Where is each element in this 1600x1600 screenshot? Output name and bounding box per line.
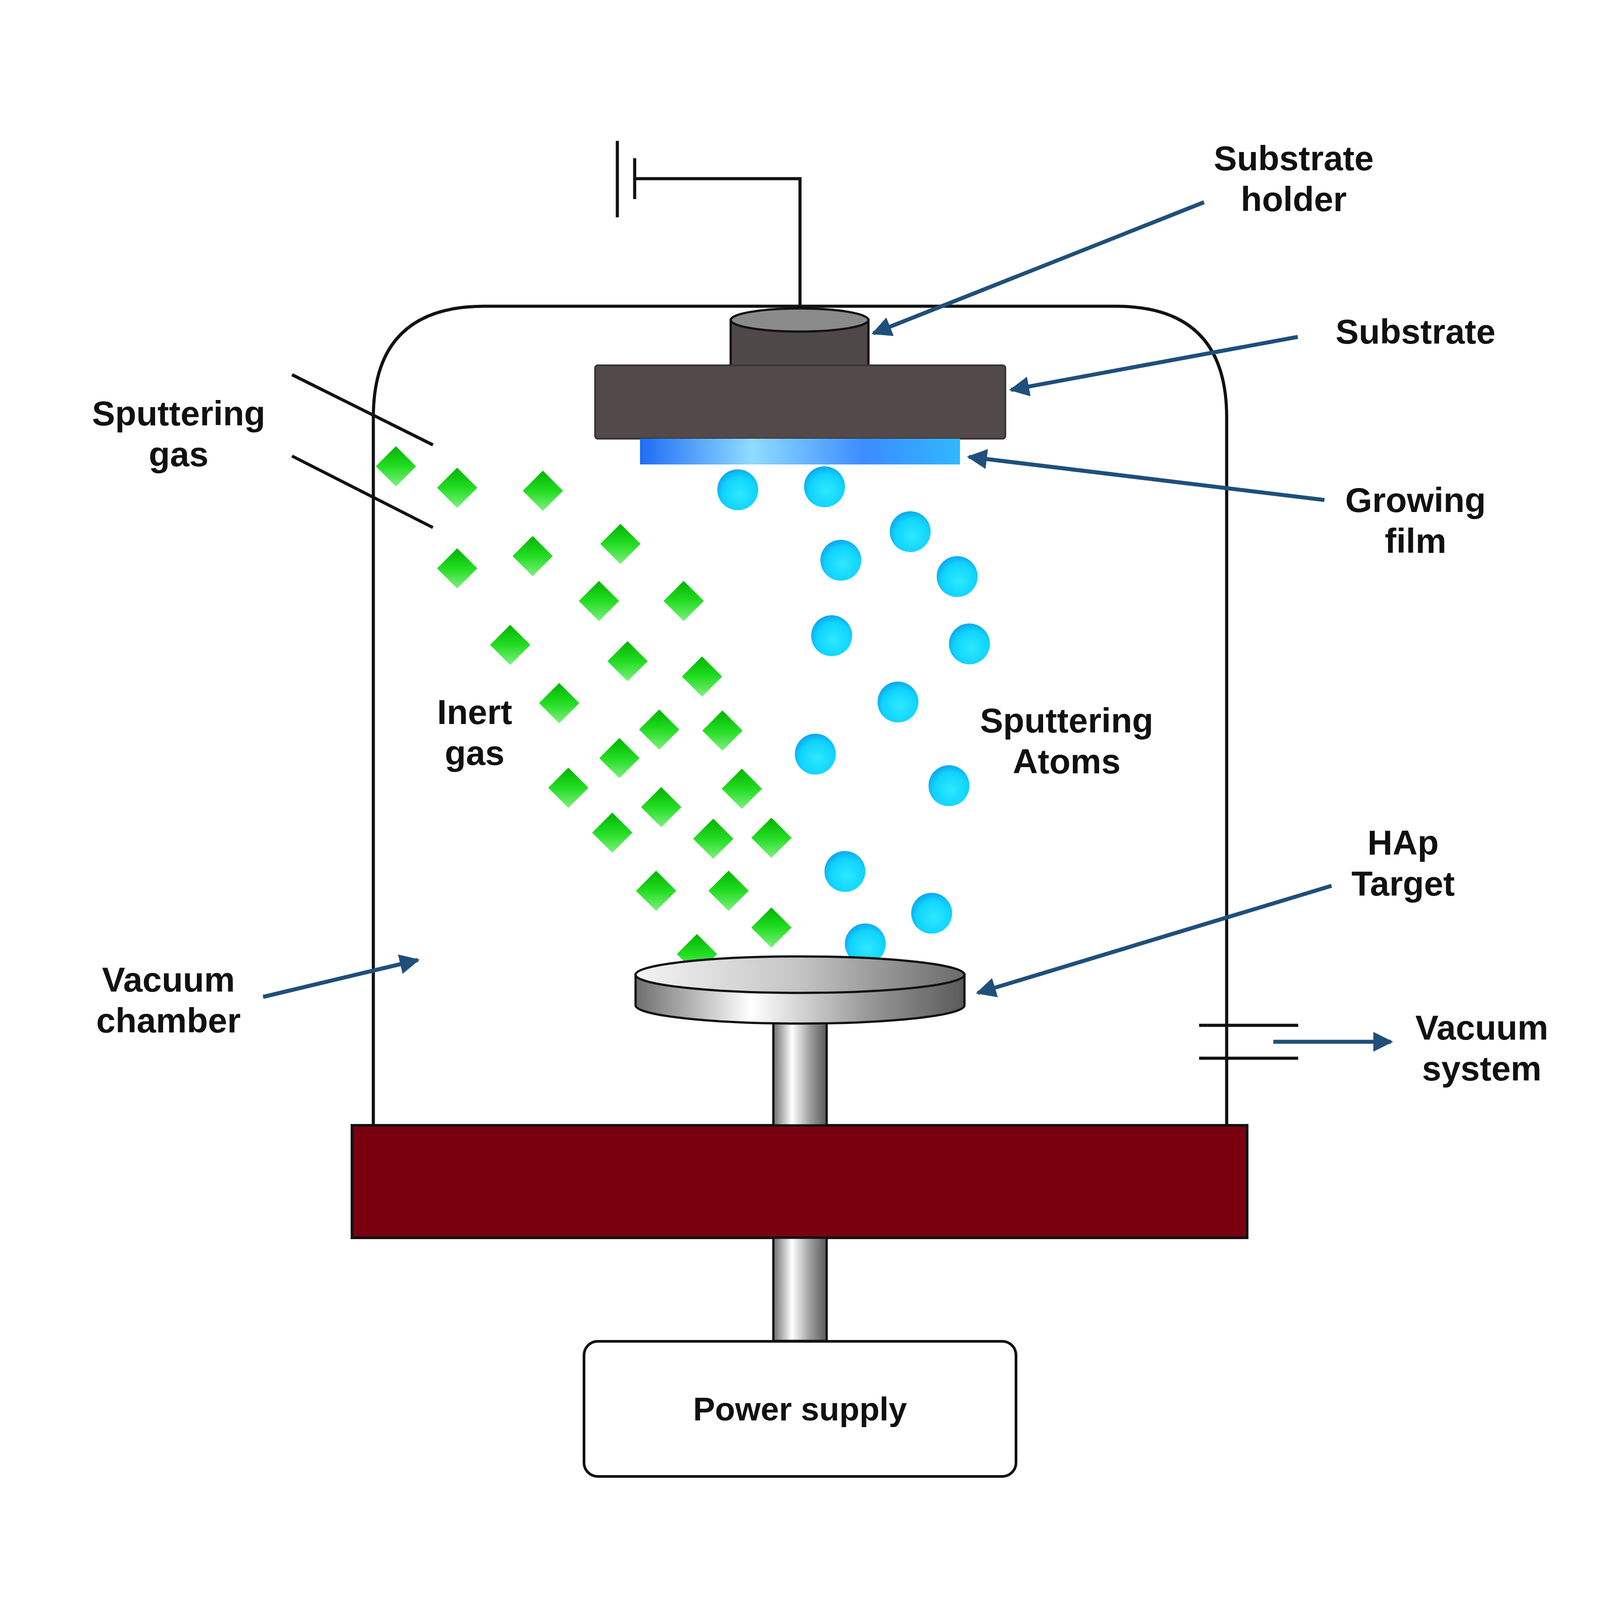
vacuum-chamber: [373, 306, 1227, 1128]
part-label: Substrate: [1335, 311, 1496, 352]
sputtering-atom: [928, 765, 970, 807]
node-text: Power supply: [692, 1390, 907, 1428]
sputtering-atom: [948, 623, 990, 665]
gas-inlet: [292, 374, 433, 528]
part-label: HAp Target: [1351, 822, 1456, 904]
part-label: Growing film: [1345, 479, 1486, 562]
substrate: [595, 365, 1006, 439]
power-rod: [773, 1237, 827, 1341]
leader-lines: [263, 202, 1332, 997]
power-supply-box: Power supply: [582, 1340, 1018, 1478]
part-label: Sputtering Atoms: [980, 700, 1154, 782]
sputtering-atoms: [717, 466, 990, 965]
part-label: Substrate holder: [1213, 137, 1374, 220]
inert-gas-particle: [708, 870, 749, 912]
inert-gas-particle: [721, 768, 763, 809]
inert-gas-particle: [639, 709, 680, 750]
inert-gas-particle: [751, 907, 792, 948]
ground-wire: [617, 140, 800, 308]
inert-gas-particle: [751, 817, 792, 859]
inert-gas-particle: [636, 870, 677, 912]
part-label: Inert gas: [436, 691, 512, 774]
inert-gas-particle: [600, 523, 641, 564]
inert-gas-particle: [592, 812, 633, 853]
substrate-holder: [730, 308, 869, 369]
inert-gas-particle: [376, 446, 417, 487]
inert-gas-particle: [599, 738, 640, 779]
inert-gas-particle: [681, 656, 723, 697]
inert-gas-particle: [578, 580, 620, 622]
target-rod: [773, 1022, 827, 1126]
inert-gas-particle: [539, 683, 580, 724]
sputtering-atom: [824, 851, 866, 892]
inert-gas-particle: [490, 624, 531, 666]
base-plate: [352, 1125, 1248, 1238]
part-label: Vacuum system: [1415, 1007, 1548, 1089]
inert-gas-particle: [702, 710, 743, 752]
inert-gas-particle: [607, 641, 648, 682]
part-label: Vacuum chamber: [96, 959, 241, 1041]
inert-gas-particle: [512, 536, 553, 577]
sputtering-atom: [820, 539, 862, 581]
inert-gas-particles: [376, 446, 792, 975]
inert-gas-particle: [663, 580, 704, 622]
sputtering-atom: [936, 556, 978, 597]
sputtering-atom: [877, 681, 919, 723]
sputtering-atom: [811, 615, 852, 656]
inert-gas-particle: [436, 548, 478, 589]
inert-gas-particle: [436, 467, 478, 508]
inert-gas-particle: [548, 767, 589, 808]
hap-target: [635, 956, 965, 1024]
outlet-arrow: [1273, 1040, 1392, 1044]
part-label: Sputtering gas: [92, 392, 266, 475]
sputtering-atom: [717, 469, 759, 511]
inert-gas-particle: [693, 818, 734, 860]
sputtering-atom: [804, 466, 845, 508]
growing-film: [640, 438, 960, 465]
sputtering-atom: [911, 892, 952, 934]
inert-gas-particle: [641, 787, 682, 828]
sputtering-atom: [889, 511, 931, 552]
inert-gas-particle: [522, 470, 564, 512]
sputtering-atom: [794, 733, 836, 775]
